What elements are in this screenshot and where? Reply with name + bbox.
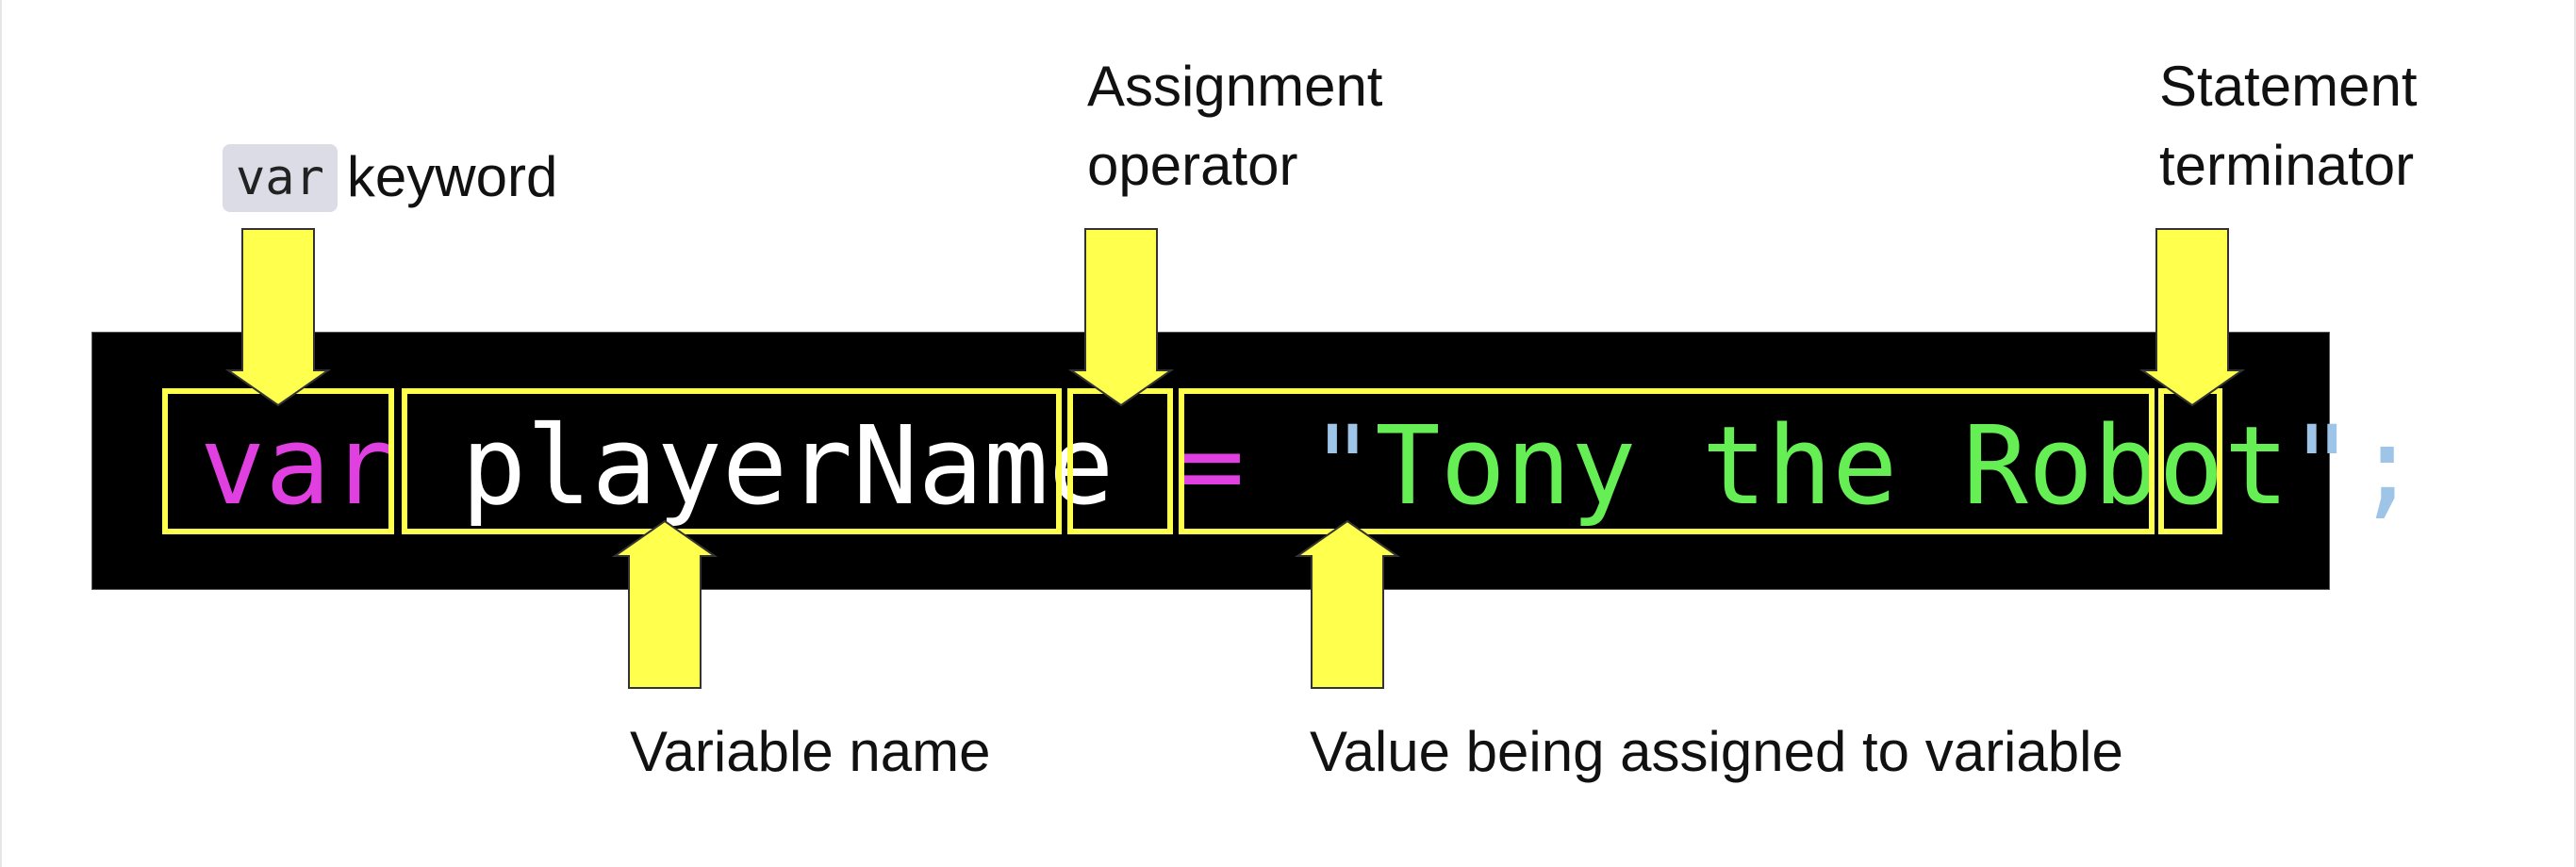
code-string-char: b (2093, 403, 2159, 530)
code-string-value: "Tony the Robot" (1310, 403, 2354, 530)
assignment-label-line1: Assignment (1087, 55, 1383, 118)
statement-terminator-label: Statement terminator (2159, 47, 2418, 205)
code-string-char: o (2158, 403, 2224, 530)
keyword-label-text: keyword (346, 145, 558, 208)
code-strip (91, 332, 2330, 590)
code-terminator: ; (2354, 403, 2420, 530)
code-string-char: t (2223, 403, 2289, 530)
value-highlight-box (1179, 388, 2155, 534)
statement-label-line1: Statement (2159, 55, 2418, 118)
assignment-arrow (1067, 228, 1175, 407)
assignment-operator-label: Assignment operator (1087, 47, 1382, 205)
variable-name-arrow (611, 519, 718, 689)
code-string-char: y (1571, 403, 1637, 530)
page-border-left (0, 0, 2, 867)
terminator-arrow (2138, 228, 2246, 407)
statement-label-line2: terminator (2159, 134, 2415, 197)
page-border-right (2574, 0, 2576, 867)
keyword-label-code: var (223, 144, 338, 212)
code-string-char: e (1832, 403, 1898, 530)
code-string-char: t (1701, 403, 1767, 530)
assignment-label-line2: operator (1087, 134, 1298, 197)
code-string-char: h (1766, 403, 1833, 530)
code-string-char: T (1375, 403, 1441, 530)
code-operator: = (1179, 403, 1245, 530)
code-quote-mark: " (2288, 403, 2355, 530)
variable-name-highlight-box (402, 388, 1062, 534)
code-variable-name: playerName (460, 403, 1115, 530)
value-arrow (1294, 519, 1401, 689)
code-string-char: o (2027, 403, 2094, 530)
code-string-char: n (1505, 403, 1572, 530)
code-quote-mark: " (1310, 403, 1376, 530)
code-string-char: R (1962, 403, 2028, 530)
keyword-arrow (224, 228, 332, 407)
code-line: var playerName = "Tony the Robot"; (200, 405, 2419, 528)
variable-name-label: Variable name (630, 720, 991, 783)
value-label: Value being assigned to variable (1310, 720, 2123, 783)
code-string-char: o (1440, 403, 1506, 530)
code-keyword: var (200, 403, 396, 530)
